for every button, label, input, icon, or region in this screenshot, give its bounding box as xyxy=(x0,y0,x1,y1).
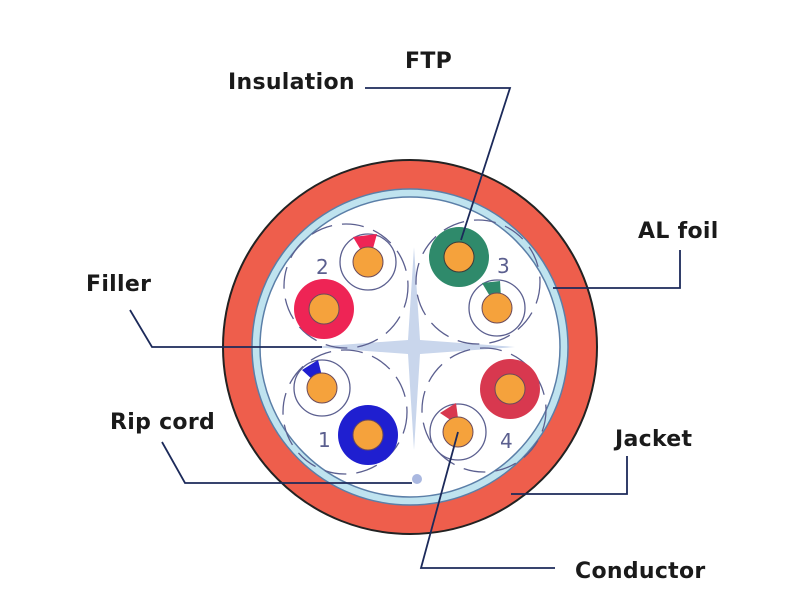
leader-al-foil xyxy=(553,250,681,289)
leader-insulation xyxy=(365,87,512,241)
label-rip-cord: Rip cord xyxy=(110,410,216,435)
label-al-foil: AL foil xyxy=(638,219,719,244)
leader-conductor xyxy=(419,431,555,569)
leader-jacket xyxy=(511,456,628,495)
pair-number-1: 1 xyxy=(318,428,331,452)
label-conductor: Conductor xyxy=(575,559,706,584)
rip-cord xyxy=(412,474,422,484)
pair-2 xyxy=(294,233,397,339)
pair-number-3: 3 xyxy=(497,254,510,278)
label-jacket: Jacket xyxy=(615,427,693,452)
label-ftp: FTP xyxy=(405,49,453,74)
pair-shields xyxy=(282,219,547,475)
pair-number-2: 2 xyxy=(316,255,329,279)
leader-lines xyxy=(129,87,681,569)
label-insulation: Insulation xyxy=(228,70,355,95)
pair-number-4: 4 xyxy=(500,429,513,453)
leader-filler xyxy=(129,309,322,348)
filler-cross xyxy=(312,247,515,450)
pair-1 xyxy=(293,359,398,465)
pair-4 xyxy=(429,359,540,461)
pair-3 xyxy=(429,227,526,337)
leader-rip-cord xyxy=(161,441,412,484)
label-filler: Filler xyxy=(86,272,152,297)
